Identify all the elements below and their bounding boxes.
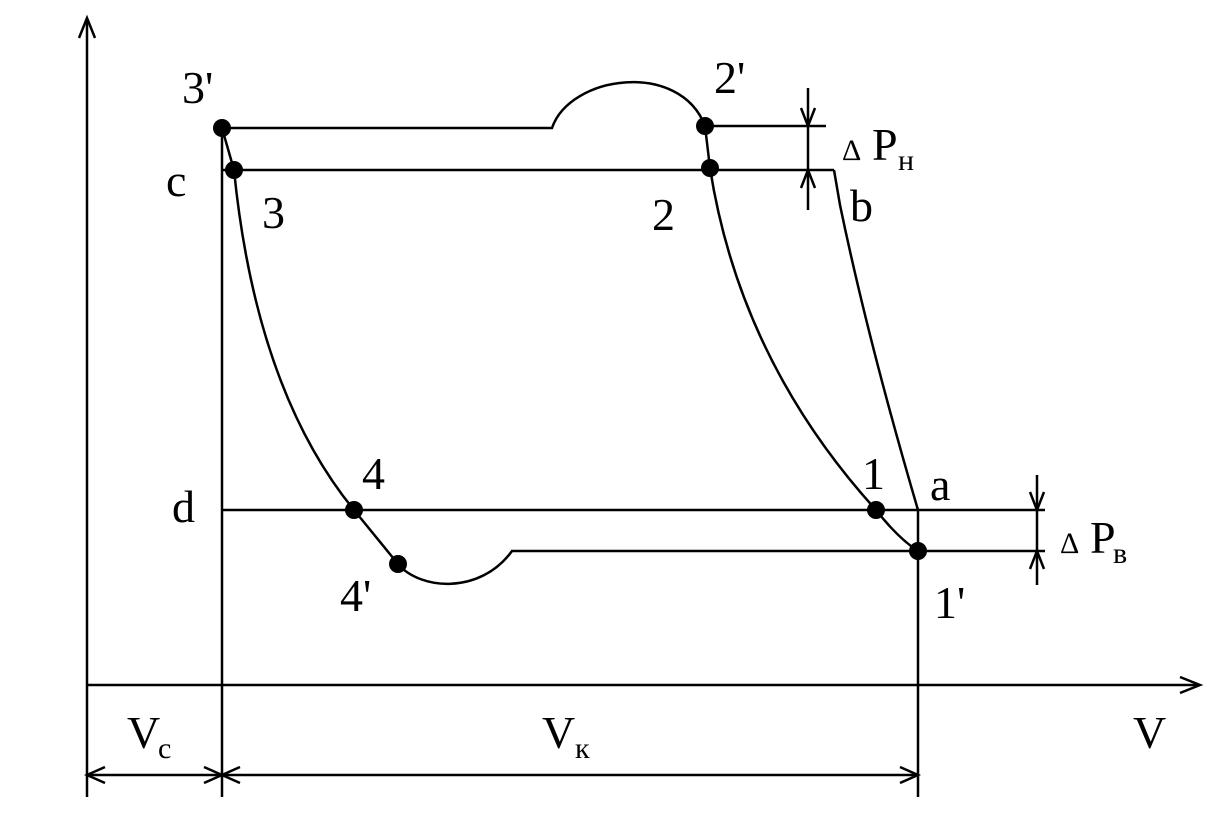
delta-main: P	[872, 119, 898, 170]
vk-main: V	[542, 707, 575, 758]
clearance-volume-label: V c	[127, 707, 171, 765]
delta-p-discharge-label: Δ P н	[842, 119, 914, 177]
label-c: c	[166, 155, 186, 206]
point-1prime	[909, 542, 927, 560]
compression-curve-a-b	[832, 169, 920, 511]
label-3prime: 3'	[182, 62, 213, 113]
point-3	[225, 161, 243, 179]
point-labels: 3' 2' c 3 2 b d 4 1 a 4' 1'	[166, 52, 965, 628]
vc-subscript: c	[158, 732, 171, 765]
label-a: a	[930, 459, 950, 510]
label-2prime: 2'	[714, 52, 745, 103]
delta-main: P	[1090, 512, 1116, 563]
discharge-line	[222, 81, 707, 130]
delta-p-suction-dimension	[1028, 475, 1046, 585]
label-d: d	[172, 481, 195, 532]
theoretical-cycle	[222, 168, 1045, 512]
delta-symbol: Δ	[842, 134, 861, 167]
actual-cycle	[220, 81, 1045, 586]
arrow-right-icon	[899, 765, 922, 785]
point-1	[867, 501, 885, 519]
label-b: b	[850, 180, 873, 231]
pressure-axis-arrow-icon	[77, 14, 97, 39]
label-4prime: 4'	[340, 570, 371, 621]
stroke-volume-label: V к	[542, 707, 590, 765]
delta-subscript: в	[1113, 537, 1127, 570]
point-2prime	[696, 117, 714, 135]
vc-main: V	[127, 707, 160, 758]
delta-subscript: н	[898, 144, 914, 177]
axes	[77, 14, 1204, 797]
expansion-suction-curve	[220, 127, 1045, 586]
label-1prime: 1'	[934, 577, 965, 628]
point-4	[345, 501, 363, 519]
compression-curve-1-2	[703, 125, 919, 553]
delta-p-discharge-dimension	[799, 88, 817, 210]
label-1: 1	[862, 448, 885, 499]
arrow-left-icon	[83, 765, 106, 785]
arrow-up-icon	[1028, 547, 1046, 570]
vk-subscript: к	[575, 732, 590, 765]
label-2: 2	[652, 189, 675, 240]
point-3prime	[213, 119, 231, 137]
arrow-left-icon	[218, 765, 241, 785]
delta-symbol: Δ	[1060, 527, 1079, 560]
label-3: 3	[262, 187, 285, 238]
arrow-up-icon	[799, 166, 817, 189]
volume-axis-label: V	[1133, 707, 1166, 758]
cycle-points	[213, 117, 927, 573]
point-4prime	[389, 555, 407, 573]
point-2	[701, 159, 719, 177]
volume-axis-arrow-icon	[1179, 675, 1204, 695]
label-4: 4	[362, 448, 385, 499]
volume-dimension	[83, 765, 922, 785]
delta-p-suction-label: Δ P в	[1060, 512, 1127, 570]
